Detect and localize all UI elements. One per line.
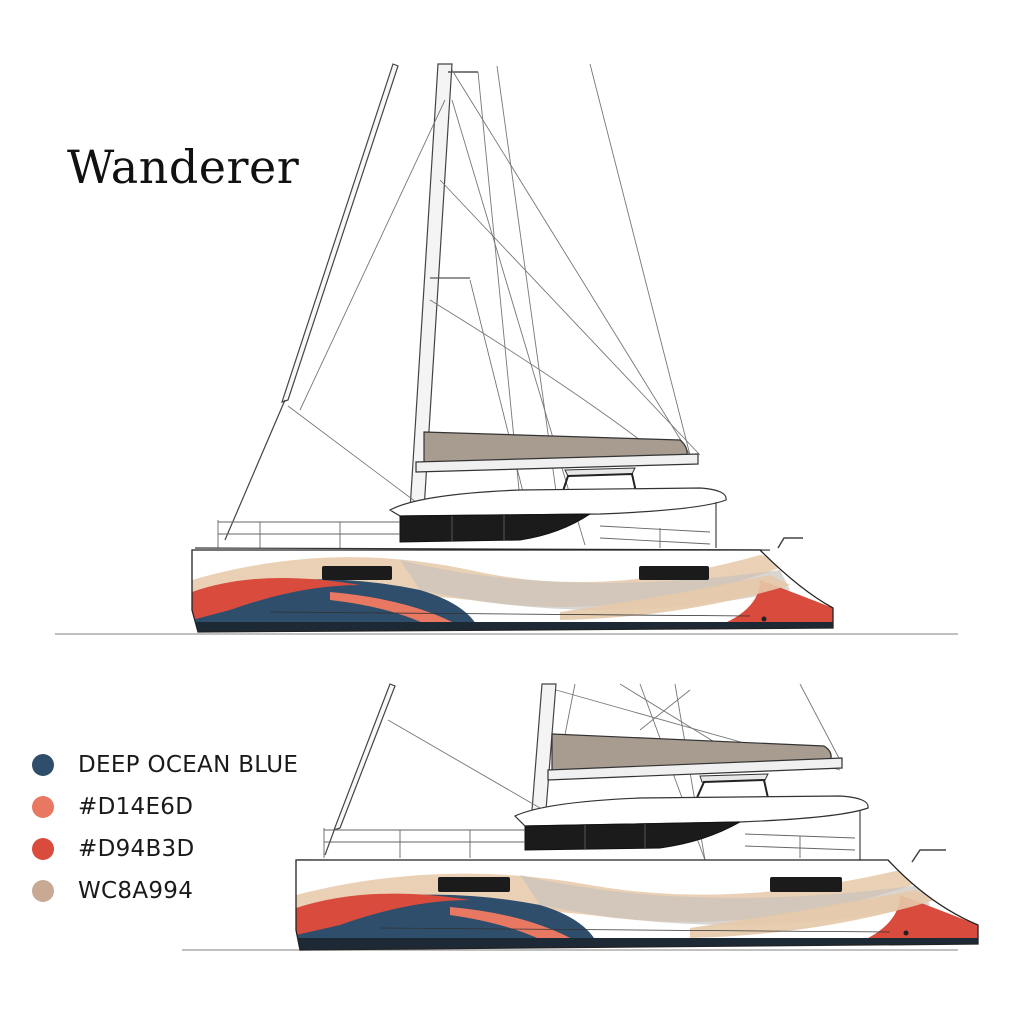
cabin-top: [388, 487, 727, 517]
swatch-label: DEEP OCEAN BLUE: [78, 752, 299, 778]
boom: [415, 453, 699, 473]
catamaran-side-view-large: [55, 63, 958, 635]
swatch-label: #D94B3D: [78, 836, 195, 862]
color-swatch: [32, 796, 54, 818]
hull-portlight-aft: [639, 566, 709, 580]
hull-livery: [192, 550, 833, 632]
cabin-windows: [399, 513, 592, 543]
catamaran-side-view-small: [182, 683, 979, 951]
hull-portlight-fwd: [438, 877, 510, 892]
furled-jib: [332, 683, 396, 831]
furled-jib: [281, 63, 399, 403]
swatch-label: WC8A994: [78, 878, 194, 904]
hull-outline: [295, 859, 979, 951]
lifelines: [323, 828, 856, 858]
palette-item-taupe: WC8A994: [32, 870, 298, 912]
cabin-windows: [524, 821, 741, 851]
swatch-label: #D14E6D: [78, 794, 194, 820]
boat-name-title: Wanderer: [67, 140, 300, 194]
color-palette-legend: DEEP OCEAN BLUE #D14E6D #D94B3D WC8A994: [32, 744, 298, 912]
palette-item-deep-ocean-blue: DEEP OCEAN BLUE: [32, 744, 298, 786]
lifelines: [217, 520, 711, 548]
palette-item-coral: #D14E6D: [32, 786, 298, 828]
rigging: [299, 63, 701, 546]
hull-portlight-fwd: [322, 566, 392, 580]
cabin-top: [513, 795, 869, 827]
hull-portlight-aft: [770, 877, 842, 892]
hull-outline: [191, 549, 834, 633]
color-swatch: [32, 838, 54, 860]
color-swatch: [32, 754, 54, 776]
boom: [547, 757, 843, 781]
hull-livery: [296, 860, 978, 950]
color-swatch: [32, 880, 54, 902]
palette-item-red: #D94B3D: [32, 828, 298, 870]
